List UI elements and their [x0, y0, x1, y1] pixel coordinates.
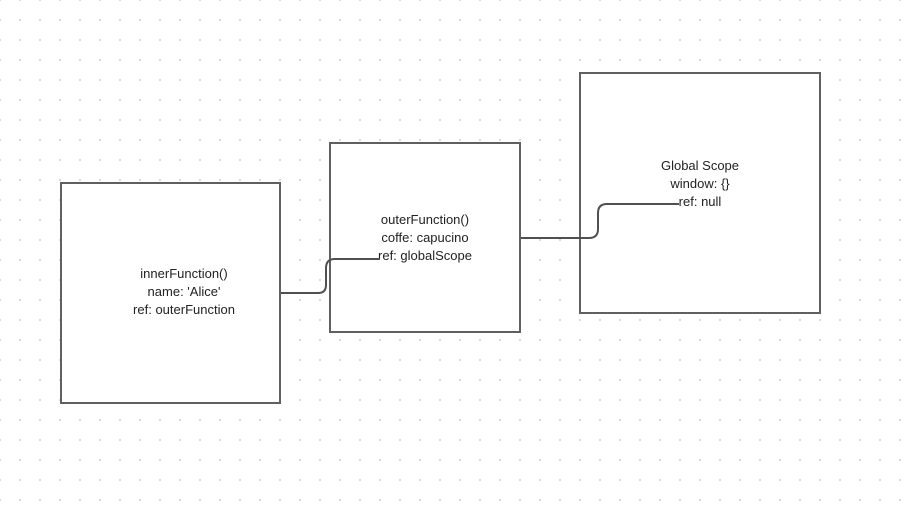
global-scope-ref-line: ref: null: [678, 194, 722, 209]
global-scope-title: Global Scope: [660, 158, 740, 173]
outer-function-ref-line: ref: globalScope: [378, 248, 472, 263]
outer-function-node[interactable]: [329, 142, 521, 333]
global-scope-window-line: window: {}: [670, 176, 730, 191]
outer-function-title: outerFunction(): [380, 212, 470, 227]
global-scope-node[interactable]: [579, 72, 821, 314]
outer-function-label: outerFunction() coffe: capucino ref: glo…: [329, 211, 521, 265]
inner-function-ref-line: ref: outerFunction: [133, 302, 235, 317]
inner-function-name-line: name: 'Alice': [147, 284, 221, 299]
inner-function-node[interactable]: [60, 182, 281, 404]
global-scope-label: Global Scope window: {} ref: null: [579, 157, 821, 211]
inner-function-label: innerFunction() name: 'Alice' ref: outer…: [60, 265, 308, 319]
outer-function-coffe-line: coffe: capucino: [381, 230, 469, 245]
inner-function-title: innerFunction(): [140, 266, 228, 281]
